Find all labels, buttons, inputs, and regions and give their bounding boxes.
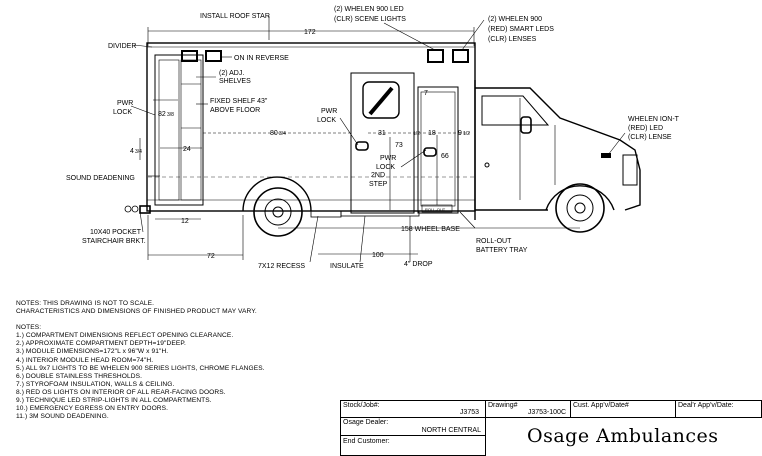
dim-73: 73 [395,142,403,149]
callout-pocket: 10X40 POCKET [90,229,142,236]
osage-dealer-cell: Osage Dealer: NORTH CENTRAL [340,417,486,436]
callout-divider: DIVIDER [108,43,136,50]
cab-outline [474,80,641,220]
osage-dealer-label: Osage Dealer: [343,419,389,426]
dim-7: 7 [424,90,428,97]
note-item: 10.) EMERGENCY EGRESS ON ENTRY DOORS. [16,405,169,413]
callout-smart-leds-3: (CLR) LENSES [488,36,537,43]
dealer-approval-label: Deal'r App'v/Date: [678,402,734,409]
brand-logo: Osage Ambulances [527,425,719,447]
note-item: 5.) ALL 9x7 LIGHTS TO BE WHELEN 900 SERI… [16,364,265,372]
callout-recess: 7X12 RECESS [258,263,305,270]
callout-adj-shelves-2: SHELVES [219,78,251,85]
callout-step: 2ND [371,172,385,179]
end-customer-cell: End Customer: [340,435,486,456]
callout-pwr-lock-door-2: LOCK [317,117,336,124]
callout-sound-deadening: SOUND DEADENING [66,175,135,182]
callout-drop: 4" DROP [404,261,433,268]
callout-fixed-shelf-2: ABOVE FLOOR [210,107,260,114]
dealer-approval-cell: Deal'r App'v/Date: [675,400,762,418]
rear-compartment [154,54,204,206]
dim-9-frac: 1/2 [463,131,470,137]
callout-ion: WHELEN ION-T [628,116,680,123]
dim-12: 12 [181,218,189,225]
rear-top-light-2 [205,50,222,62]
note-item: 2.) APPROXIMATE COMPARTMENT DEPTH=19"DEE… [16,340,186,348]
customer-approval-label: Cust. App'v/Date# [573,402,629,409]
brand-cell: Osage Ambulances [485,417,762,456]
dim-24: 24 [183,146,191,153]
customer-approval-cell: Cust. App'v/Date# [570,400,676,418]
callout-wheel-base: 158 WHEEL BASE [401,226,460,233]
note-item: 11.) 3M SOUND DEADENING. [16,413,109,421]
dim-80: 80 [270,130,278,137]
rear-wheel [253,187,303,237]
dim-18: 18 [428,130,436,137]
note-item: 1.) COMPARTMENT DIMENSIONS REFLECT OPENI… [16,332,234,340]
dim-9: 9 [458,130,462,137]
callout-fixed-shelf: FIXED SHELF 43" [210,98,268,105]
note-item: 3.) MODULE DIMENSIONS=172"L x 96"W x 91"… [16,348,169,356]
ambulance-side-elevation: INSTALL ROOF STAR (2) WHELEN 900 LED (CL… [66,6,680,270]
dim-4-frac: 3/4 [135,149,142,155]
dim-100: 100 [372,252,384,259]
callout-pwr-lock-step: PWR [380,155,396,162]
callout-pocket-2: STAIRCHAIR BRKT. [82,238,146,245]
osage-dealer-value: NORTH CENTRAL [421,427,481,434]
notes-title: NOTES: [16,324,42,332]
callout-pwr-lock-door: PWR [321,108,337,115]
stock-job-label: Stock/Job#: [343,402,380,409]
scene-light-1 [427,49,444,63]
note-item: 7.) STYROFOAM INSULATION, WALLS & CEILIN… [16,380,175,388]
dim-31: 31 [378,130,386,137]
callout-pwr-lock-step-2: LOCK [376,164,395,171]
callout-smart-leds-2: (RED) SMART LEDS [488,26,554,33]
title-block: Stock/Job#: J3753 Drawing# J3753-100C Cu… [340,400,762,456]
callout-roof-star: INSTALL ROOF STAR [200,13,270,20]
dim-half: 1/2 [413,131,420,137]
front-compartment [417,86,459,214]
callout-pwr-lock-left: PWR [117,100,133,107]
callout-pwr-lock-left-2: LOCK [113,109,132,116]
stock-job-value: J3753 [459,409,479,416]
callout-scene-lights: (2) WHELEN 900 LED [334,6,404,13]
callout-adj-shelves: (2) ADJ. [219,70,244,77]
side-entry-door [350,72,415,214]
note-item: 9.) TECHNIQUE LED STRIP-LIGHTS IN ALL CO… [16,397,212,405]
callout-on-reverse: ON IN REVERSE [234,55,289,62]
note-item: 8.) RED OS LIGHTS ON INTERIOR OF ALL REA… [16,388,226,396]
callout-ion-3: (CLR) LENSE [628,134,672,141]
drawing-notes: NOTES: THIS DRAWING IS NOT TO SCALE. CHA… [16,300,336,421]
stock-job-cell: Stock/Job#: J3753 [340,400,486,418]
end-customer-label: End Customer: [343,438,390,445]
dim-82-frac: 3/8 [167,112,174,118]
callout-battery-2: BATTERY TRAY [476,247,528,254]
callout-insulate: INSULATE [330,263,364,270]
callout-ion-2: (RED) LED [628,125,663,132]
callout-scene-lights-2: (CLR) SCENE LIGHTS [334,16,406,23]
dim-80-frac: 3/4 [279,131,286,137]
notes-header-2: CHARACTERISTICS AND DIMENSIONS OF FINISH… [16,308,257,316]
door-window [362,81,400,119]
dim-72: 72 [207,253,215,260]
callout-battery: ROLL-OUT [476,238,512,245]
dim-82: 82 [158,111,166,118]
callout-smart-leds: (2) WHELEN 900 [488,16,542,23]
dim-overall-length: 172 [304,29,316,36]
drawing-number-cell: Drawing# J3753-100C [485,400,571,418]
battery-tag-label: ROLL-OUT [425,207,446,212]
front-wheel [555,183,605,233]
dim-66: 66 [441,153,449,160]
module-body [146,42,476,212]
dim-4: 4 [130,148,134,155]
callout-step-2: STEP [369,181,388,188]
rear-top-light-1 [181,50,198,62]
notes-header-1: NOTES: THIS DRAWING IS NOT TO SCALE. [16,300,155,307]
note-item: 6.) DOUBLE STAINLESS THRESHOLDS. [16,372,143,380]
drawing-number-label: Drawing# [488,402,518,409]
note-item: 4.) INTERIOR MODULE HEAD ROOM=74"H. [16,356,154,364]
drawing-number-value: J3753-100C [527,409,566,416]
scene-light-2 [452,49,469,63]
